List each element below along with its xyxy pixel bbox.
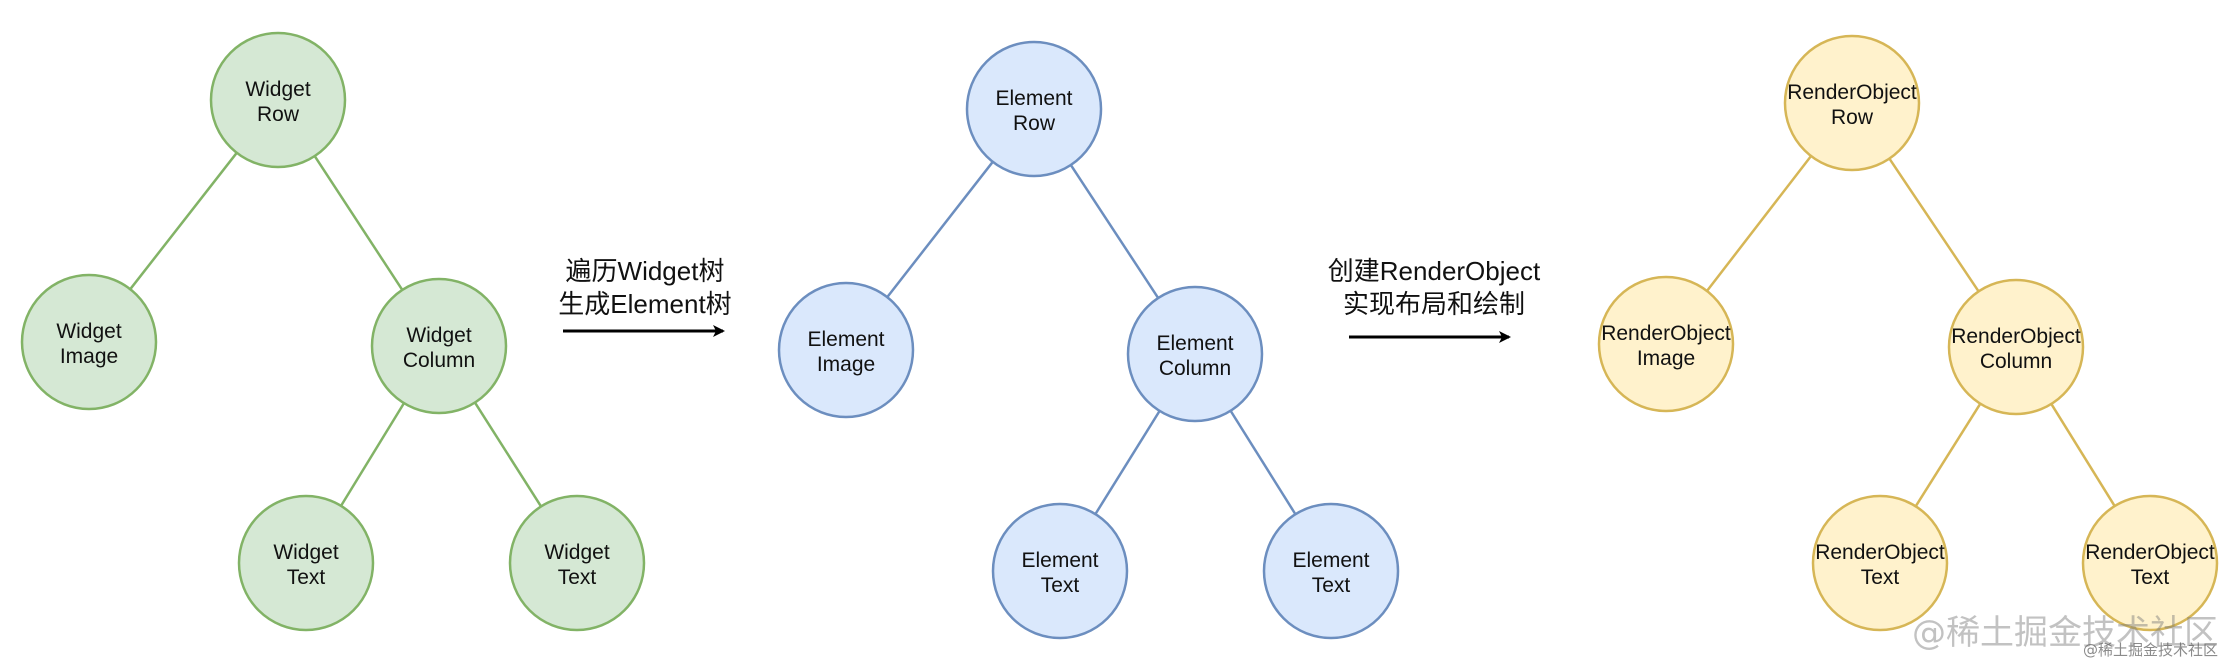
element-node-label-line-1: Element xyxy=(1292,549,1369,572)
renderobject-node-label-line-1: RenderObject xyxy=(1815,541,1945,564)
element-node-label-line-1: Element xyxy=(1156,332,1233,355)
widget-edge-row-to-column xyxy=(313,155,404,291)
renderobject-node-label-line-2: Text xyxy=(2131,566,2170,589)
widget-node-label-line-2: Text xyxy=(287,566,326,589)
widget-edge-row-to-image xyxy=(129,152,238,290)
renderobject-edge-column-to-text-left xyxy=(1914,403,1982,507)
widget-node-label-line-1: Widget xyxy=(245,78,311,101)
step-2-line-2: 实现布局和绘制 xyxy=(1343,289,1525,319)
widget-edge-column-to-text-right xyxy=(473,401,543,508)
renderobject-edge-row-to-column xyxy=(1888,157,1980,293)
renderobject-node-label-line-2: Row xyxy=(1831,106,1874,129)
element-node-label-line-2: Text xyxy=(1041,574,1080,597)
renderobject-node-label-line-1: RenderObject xyxy=(2085,541,2215,564)
renderobject-node-label-line-1: RenderObject xyxy=(1601,322,1731,345)
widget-node-circle xyxy=(209,31,347,169)
element-node-circle xyxy=(991,502,1129,640)
renderobject-edge-row-to-image xyxy=(1705,155,1813,292)
step-build-element-tree: 遍历Widget树 生成Element树 xyxy=(558,256,732,337)
element-node-label-line-1: Element xyxy=(1021,549,1098,572)
element-node-label-line-2: Column xyxy=(1159,357,1231,380)
widget-node-label-line-2: Image xyxy=(60,345,118,368)
widget-node-circle xyxy=(20,273,158,411)
widget-node-label-line-1: Widget xyxy=(544,541,610,564)
widget-node-label-line-1: Widget xyxy=(406,324,472,347)
step-create-renderobject: 创建RenderObject 实现布局和绘制 xyxy=(1328,256,1541,343)
widget-node-label-line-2: Text xyxy=(558,566,597,589)
renderobject-node-circle xyxy=(1597,275,1735,413)
element-node-circle xyxy=(1126,285,1264,423)
element-edge-row-to-image xyxy=(886,161,994,298)
element-edge-column-to-text-left xyxy=(1094,410,1161,515)
renderobject-node-circle xyxy=(1811,494,1949,632)
element-node-label-line-2: Image xyxy=(817,353,875,376)
widget-node-label-line-2: Row xyxy=(257,103,300,126)
watermark-small: @稀土掘金技术社区 xyxy=(2082,641,2218,659)
element-node-circle xyxy=(1262,502,1400,640)
element-node-label-line-2: Row xyxy=(1013,112,1056,135)
renderobject-node-label-line-1: RenderObject xyxy=(1951,325,2081,348)
steps-layer: 遍历Widget树 生成Element树 创建RenderObject 实现布局… xyxy=(558,256,1541,343)
watermark-large: @稀土掘金技术社区 xyxy=(1912,613,2218,653)
step-2-line-1: 创建RenderObject xyxy=(1328,256,1541,286)
widget-node-circle xyxy=(508,494,646,632)
widget-node-label-line-1: Widget xyxy=(273,541,339,564)
widget-node-circle xyxy=(237,494,375,632)
element-node-label-line-1: Element xyxy=(995,87,1072,110)
element-node-label-line-2: Text xyxy=(1312,574,1351,597)
renderobject-node-label-line-2: Column xyxy=(1980,350,2052,373)
edges-layer xyxy=(129,152,2116,515)
element-node-circle xyxy=(965,40,1103,178)
renderobject-node-label-line-1: RenderObject xyxy=(1787,81,1917,104)
element-node-label-line-1: Element xyxy=(807,328,884,351)
renderobject-node-label-line-2: Image xyxy=(1637,347,1695,370)
renderobject-node-circle xyxy=(1947,278,2085,416)
renderobject-edge-column-to-text-right xyxy=(2050,403,2116,507)
widget-edge-column-to-text-left xyxy=(339,402,406,507)
widget-node-label-line-1: Widget xyxy=(56,320,122,343)
widget-node-label-line-2: Column xyxy=(403,349,475,372)
renderobject-node-circle xyxy=(2081,494,2219,632)
nodes-layer: WidgetRowWidgetImageWidgetColumnWidgetTe… xyxy=(20,31,2219,640)
step-1-line-2: 生成Element树 xyxy=(558,289,731,319)
element-edge-row-to-column xyxy=(1069,164,1160,299)
element-node-circle xyxy=(777,281,915,419)
step-1-line-1: 遍历Widget树 xyxy=(566,256,725,286)
renderobject-node-circle xyxy=(1783,34,1921,172)
widget-node-circle xyxy=(370,277,508,415)
element-edge-column-to-text-right xyxy=(1229,410,1297,515)
renderobject-node-label-line-2: Text xyxy=(1861,566,1900,589)
